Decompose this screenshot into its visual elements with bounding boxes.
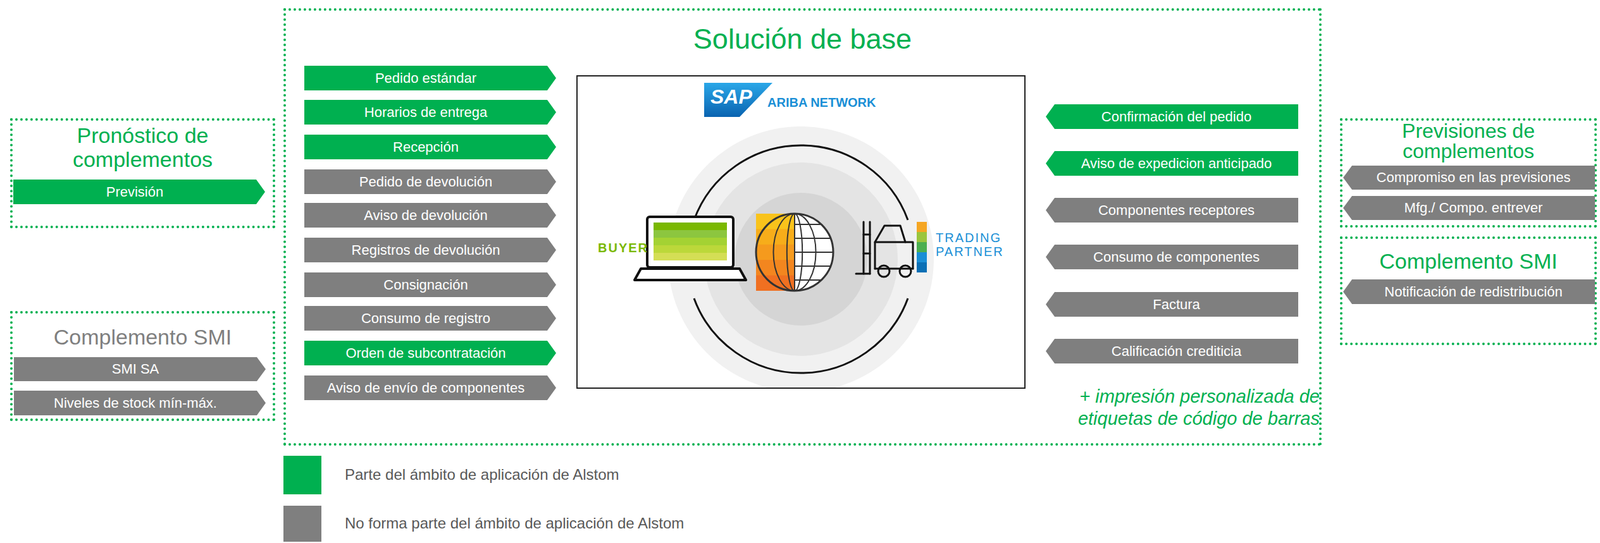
group-title: Solución de base (285, 23, 1320, 56)
network-hub: SAP ARIBA NETWORK BUYER TRADING PARTNER (576, 75, 1026, 390)
step-label: Consignación (383, 277, 468, 294)
step-label: Notificación de redistribución (1384, 284, 1563, 301)
step-label: Pedido estándar (375, 70, 477, 87)
group-title: Complemento SMI (12, 325, 273, 350)
step-arrow: Aviso de devolución (304, 203, 557, 228)
step-label: SMI SA (111, 361, 160, 378)
addon-group: Solución de basePedido estándarHorarios … (283, 8, 1322, 447)
step-label: Compromiso en las previsiones (1376, 169, 1571, 187)
step-arrow: Pedido estándar (304, 65, 557, 91)
legend-swatch (283, 506, 322, 543)
step-label: Aviso de devolución (363, 207, 488, 224)
step-label: Pedido de devolución (359, 173, 493, 191)
group-title: Previsiones de complementos (1342, 120, 1595, 162)
logo-text: SAP (710, 85, 753, 109)
step-arrow: Consignación (304, 272, 557, 298)
return-arrow: Calificación crediticia (1045, 339, 1299, 364)
legend-swatch (283, 456, 322, 495)
step-arrow: Previsión (13, 179, 266, 205)
step-label: Calificación crediticia (1111, 343, 1242, 360)
step-arrow: Aviso de envío de componentes (304, 375, 557, 401)
group-title: Complemento SMI (1342, 249, 1595, 274)
legend-text: Parte del ámbito de aplicación de Alstom (344, 466, 620, 484)
step-label: Componentes receptores (1098, 202, 1255, 219)
note-label: + impresión personalizada de etiquetas d… (1029, 385, 1320, 431)
step-arrow: Consumo de registro (304, 306, 557, 331)
group-title: Pronóstico de complementos (12, 123, 273, 172)
step-arrow: Pedido de devolución (304, 169, 557, 195)
step-label: Mfg./ Compo. entrever (1404, 199, 1544, 217)
step-label: Horarios de entrega (364, 104, 488, 121)
step-arrow: SMI SA (13, 357, 266, 382)
buyer-label: BUYER (597, 241, 649, 256)
return-arrow: Mfg./ Compo. entrever (1343, 196, 1595, 221)
step-label: Orden de subcontratación (345, 345, 506, 362)
return-arrow: Consumo de componentes (1045, 244, 1299, 270)
step-arrow: Orden de subcontratación (304, 341, 557, 366)
return-arrow: Compromiso en las previsiones (1343, 165, 1595, 190)
step-label: Aviso de expedicion anticipado (1081, 155, 1273, 173)
step-label: Consumo de componentes (1093, 249, 1260, 266)
step-label: Recepción (392, 139, 459, 156)
step-label: Confirmación del pedido (1101, 108, 1252, 126)
addon-group: Pronóstico de complementosPrevisión (10, 118, 276, 229)
step-label: Previsión (106, 184, 164, 201)
partner-label: TRADING PARTNER (935, 230, 1018, 259)
return-arrow: Notificación de redistribución (1343, 279, 1595, 305)
return-arrow: Confirmación del pedido (1045, 104, 1299, 130)
step-arrow: Recepción (304, 134, 557, 160)
step-label: Factura (1152, 296, 1201, 314)
step-label: Registros de devolución (351, 242, 501, 259)
step-label: Consumo de registro (361, 310, 491, 328)
network-name: ARIBA NETWORK (767, 95, 876, 111)
legend-text: No forma parte del ámbito de aplicación … (344, 514, 684, 533)
return-arrow: Factura (1045, 292, 1299, 317)
step-label: Niveles de stock mín-máx. (53, 395, 218, 412)
addon-group: Previsiones de complementosCompromiso en… (1339, 118, 1597, 228)
addon-group: Complemento SMI Notificación de redistrib… (1339, 236, 1597, 346)
step-arrow: Horarios de entrega (304, 99, 557, 125)
addon-group: Complemento SMI SMI SA Niveles de stock mí… (10, 311, 276, 422)
step-arrow: Registros de devolución (304, 237, 557, 263)
return-arrow: Aviso de expedicion anticipado (1045, 151, 1299, 176)
step-arrow: Niveles de stock mín-máx. (13, 390, 266, 416)
return-arrow: Componentes receptores (1045, 198, 1299, 223)
step-label: Aviso de envío de componentes (327, 380, 526, 397)
